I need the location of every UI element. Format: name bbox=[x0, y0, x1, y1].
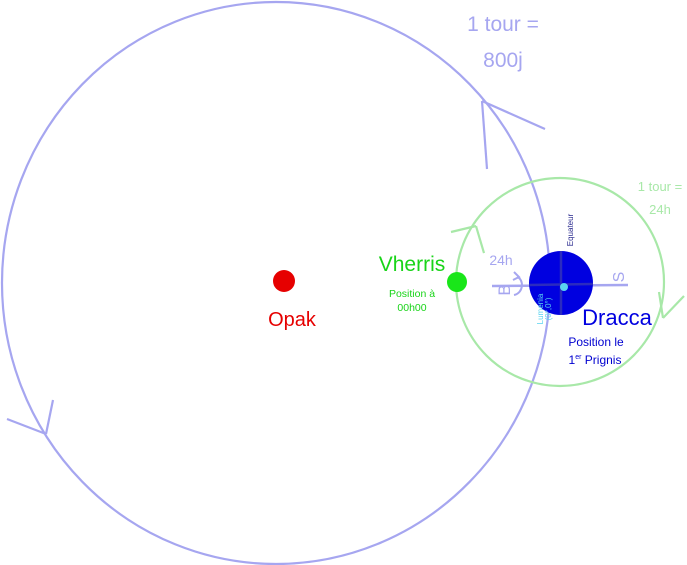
opak-label: Opak bbox=[268, 309, 317, 331]
ordinal-suffix: er bbox=[575, 354, 582, 361]
rotation-arrowhead-icon bbox=[512, 271, 521, 281]
dracca-label: Dracca bbox=[582, 305, 652, 330]
lumenia-label: Lumenia bbox=[536, 293, 545, 324]
lumenia-point bbox=[560, 283, 568, 291]
rotation-period-label: 24h bbox=[489, 252, 512, 268]
equator-label: Equateur bbox=[566, 213, 575, 246]
moon-orbit-label-line2: 24h bbox=[649, 202, 671, 217]
vherris-note-line1: Position à bbox=[389, 288, 435, 300]
vherris-note-line2: 00h00 bbox=[397, 302, 426, 314]
big-orbit-label-line1: 1 tour = bbox=[467, 13, 539, 36]
opak-star bbox=[273, 270, 295, 292]
orbit-arrow-left-icon bbox=[6, 399, 55, 436]
big-orbit-label-line2: 800j bbox=[483, 49, 523, 72]
moon-orbit-arrow-right-icon bbox=[657, 291, 685, 319]
dracca-note-line2: 1er Prignis bbox=[569, 353, 622, 367]
moon-orbit-arrow-left-icon bbox=[450, 224, 486, 254]
month-name: Prignis bbox=[581, 353, 621, 367]
vherris-moon bbox=[447, 272, 467, 292]
orbit-arrow-top-icon bbox=[480, 99, 546, 170]
lumenia-coords: (0°,0°) bbox=[544, 297, 553, 320]
dracca-note-line1: Position le bbox=[568, 335, 624, 349]
axis-right-label: S bbox=[611, 272, 628, 283]
vherris-label: Vherris bbox=[379, 253, 446, 276]
ordinal-number: 1 bbox=[569, 353, 576, 367]
moon-orbit-label-line1: 1 tour = bbox=[638, 179, 682, 194]
axis-left-label: B bbox=[495, 284, 514, 295]
